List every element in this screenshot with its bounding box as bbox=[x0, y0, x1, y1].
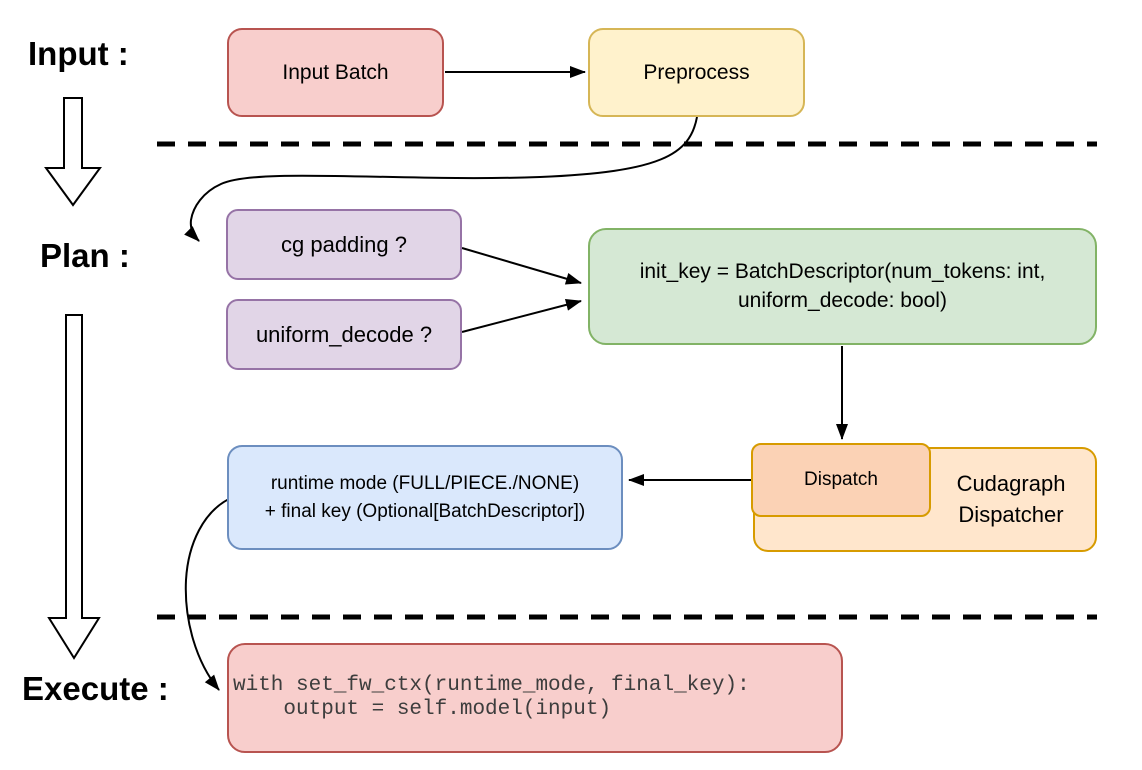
flow-arrow-input-to-plan-icon bbox=[44, 97, 102, 207]
node-execute-code-line2: output = self.model(input) bbox=[233, 698, 612, 721]
node-runtime-result: runtime mode (FULL/PIECE./NONE) + final … bbox=[227, 445, 623, 550]
stage-label-plan: Plan : bbox=[40, 237, 130, 274]
node-preprocess: Preprocess bbox=[588, 28, 805, 117]
flow-arrow-plan-to-execute-icon bbox=[47, 314, 101, 660]
node-dispatch-label: Dispatch bbox=[804, 469, 878, 490]
node-cudagraph-dispatcher-line1: Cudagraph bbox=[956, 470, 1066, 496]
node-runtime-result-line1: runtime mode (FULL/PIECE./NONE) bbox=[270, 472, 580, 494]
node-preprocess-label: Preprocess bbox=[643, 60, 750, 84]
stage-label-input: Input : bbox=[28, 35, 129, 72]
node-execute-code-line1: with set_fw_ctx(runtime_mode, final_key)… bbox=[233, 674, 750, 698]
node-cudagraph-dispatcher-line2: Dispatcher bbox=[958, 501, 1064, 527]
node-uniform-decode-label: uniform_decode ? bbox=[255, 321, 433, 347]
stage-label-execute: Execute : bbox=[22, 670, 169, 707]
node-input-batch: Input Batch bbox=[227, 28, 444, 117]
arrow-preprocess-to-plan bbox=[184, 116, 698, 242]
node-execute-code: with set_fw_ctx(runtime_mode, final_key)… bbox=[227, 643, 843, 753]
arrow-runtime-result-to-execute-code bbox=[184, 496, 234, 691]
node-init-key: init_key = BatchDescriptor(num_tokens: i… bbox=[588, 228, 1097, 345]
node-init-key-line2: uniform_decode: bool) bbox=[738, 288, 947, 312]
node-dispatch: Dispatch bbox=[751, 443, 931, 517]
arrow-uniform-decode-to-init-key bbox=[461, 298, 582, 333]
node-uniform-decode: uniform_decode ? bbox=[226, 299, 462, 370]
node-cg-padding-label: cg padding ? bbox=[281, 231, 407, 257]
node-init-key-line1: init_key = BatchDescriptor(num_tokens: i… bbox=[639, 259, 1046, 283]
node-input-batch-label: Input Batch bbox=[282, 60, 389, 84]
arrow-cg-padding-to-init-key bbox=[461, 247, 582, 285]
node-runtime-result-line2: + final key (Optional[BatchDescriptor]) bbox=[264, 500, 586, 522]
node-cg-padding: cg padding ? bbox=[226, 209, 462, 280]
